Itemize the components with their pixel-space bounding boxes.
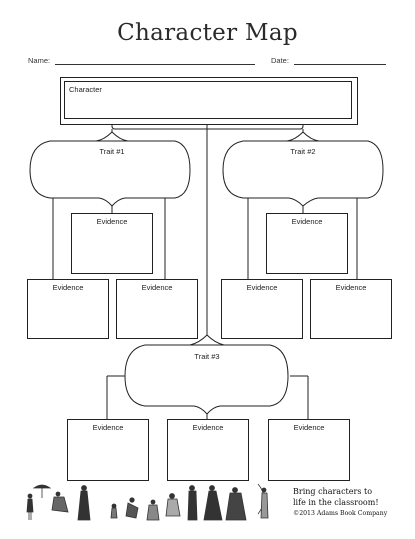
evidence-box-t3-right[interactable]: Evidence: [268, 419, 350, 481]
trait-1-label: Trait #1: [99, 147, 125, 156]
evidence-label: Evidence: [96, 217, 128, 226]
evidence-box-t2-left[interactable]: Evidence: [221, 279, 303, 339]
footer-tagline-line1: Bring characters to: [293, 487, 373, 496]
evidence-box-t1-center[interactable]: Evidence: [71, 213, 153, 274]
storybook-characters-illustration: [26, 483, 269, 521]
evidence-label: Evidence: [293, 423, 325, 432]
evidence-box-t1-right[interactable]: Evidence: [116, 279, 198, 339]
evidence-box-t3-center[interactable]: Evidence: [167, 419, 249, 481]
trait-3-label: Trait #3: [194, 352, 220, 361]
character-box-outer: [60, 77, 358, 125]
footer-copyright: ©2013 Adams Book Company: [293, 510, 388, 517]
evidence-label: Evidence: [192, 423, 224, 432]
date-field[interactable]: [294, 64, 386, 65]
evidence-label: Evidence: [52, 283, 84, 292]
name-label: Name:: [28, 56, 51, 65]
trait-2-cloud: [222, 140, 384, 207]
character-label: Character: [69, 85, 102, 94]
character-box[interactable]: Character: [64, 81, 352, 119]
trait-2-label: Trait #2: [290, 147, 316, 156]
footer-tagline-line2: life in the classroom!: [293, 498, 379, 507]
name-field[interactable]: [55, 64, 255, 65]
evidence-box-t2-right[interactable]: Evidence: [310, 279, 392, 339]
trait-3-cloud: [124, 344, 289, 415]
page-title: Character Map: [117, 20, 298, 46]
date-label: Date:: [271, 56, 289, 65]
evidence-box-t2-center[interactable]: Evidence: [266, 213, 348, 274]
evidence-box-t1-left[interactable]: Evidence: [27, 279, 109, 339]
evidence-label: Evidence: [335, 283, 367, 292]
evidence-label: Evidence: [291, 217, 323, 226]
evidence-label: Evidence: [141, 283, 173, 292]
evidence-box-t3-left[interactable]: Evidence: [67, 419, 149, 481]
evidence-label: Evidence: [246, 283, 278, 292]
evidence-label: Evidence: [92, 423, 124, 432]
trait-1-cloud: [29, 140, 191, 207]
